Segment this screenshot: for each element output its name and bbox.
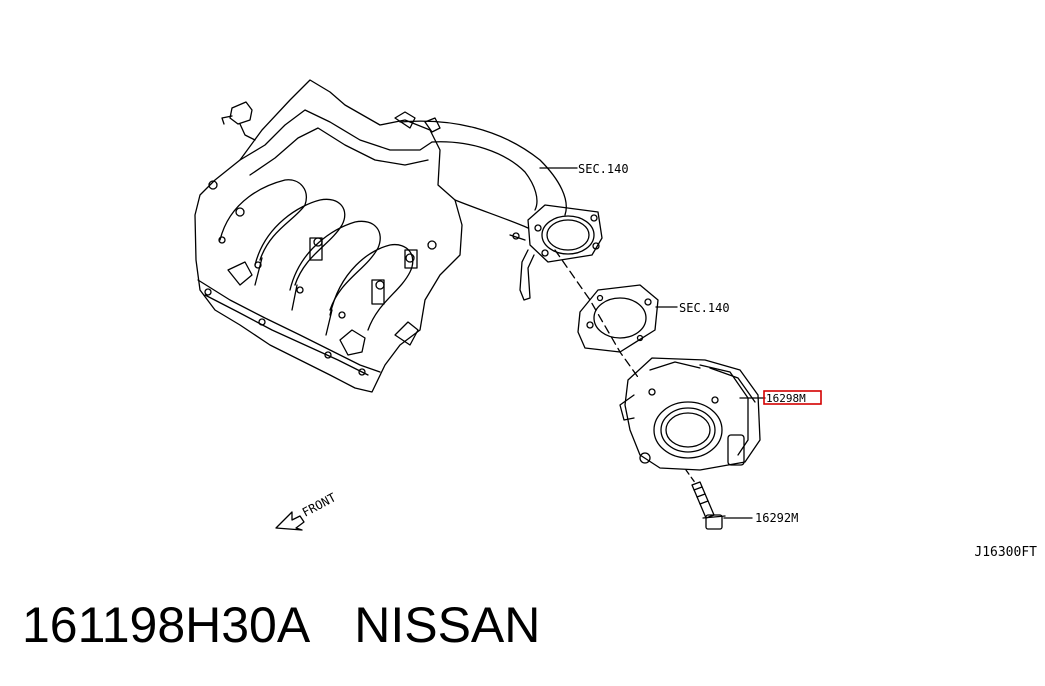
callout-sec140-upper: SEC.140 [578, 162, 629, 176]
assembly-axis [554, 249, 641, 381]
gasket [577, 284, 659, 353]
part-number-line: 161198H30A NISSAN [22, 596, 540, 654]
bolt-axis [685, 469, 697, 485]
bolt [691, 481, 726, 530]
intake-manifold [194, 79, 463, 393]
callout-highlight-box [763, 390, 822, 405]
callout-bolt: 16292M [755, 511, 798, 525]
callout-throttle-body: 16298M [766, 392, 806, 405]
callout-sec140-lower: SEC.140 [679, 301, 730, 315]
brand-name: NISSAN [354, 597, 541, 653]
front-arrow-icon [275, 511, 305, 531]
part-number: 161198H30A [22, 597, 311, 653]
upper-flange [509, 204, 603, 301]
front-label: FRONT [300, 490, 338, 519]
throttle-body [619, 357, 761, 471]
diagram-reference-code: J16300FT [974, 545, 1037, 560]
intake-elbow-tube [394, 111, 567, 229]
